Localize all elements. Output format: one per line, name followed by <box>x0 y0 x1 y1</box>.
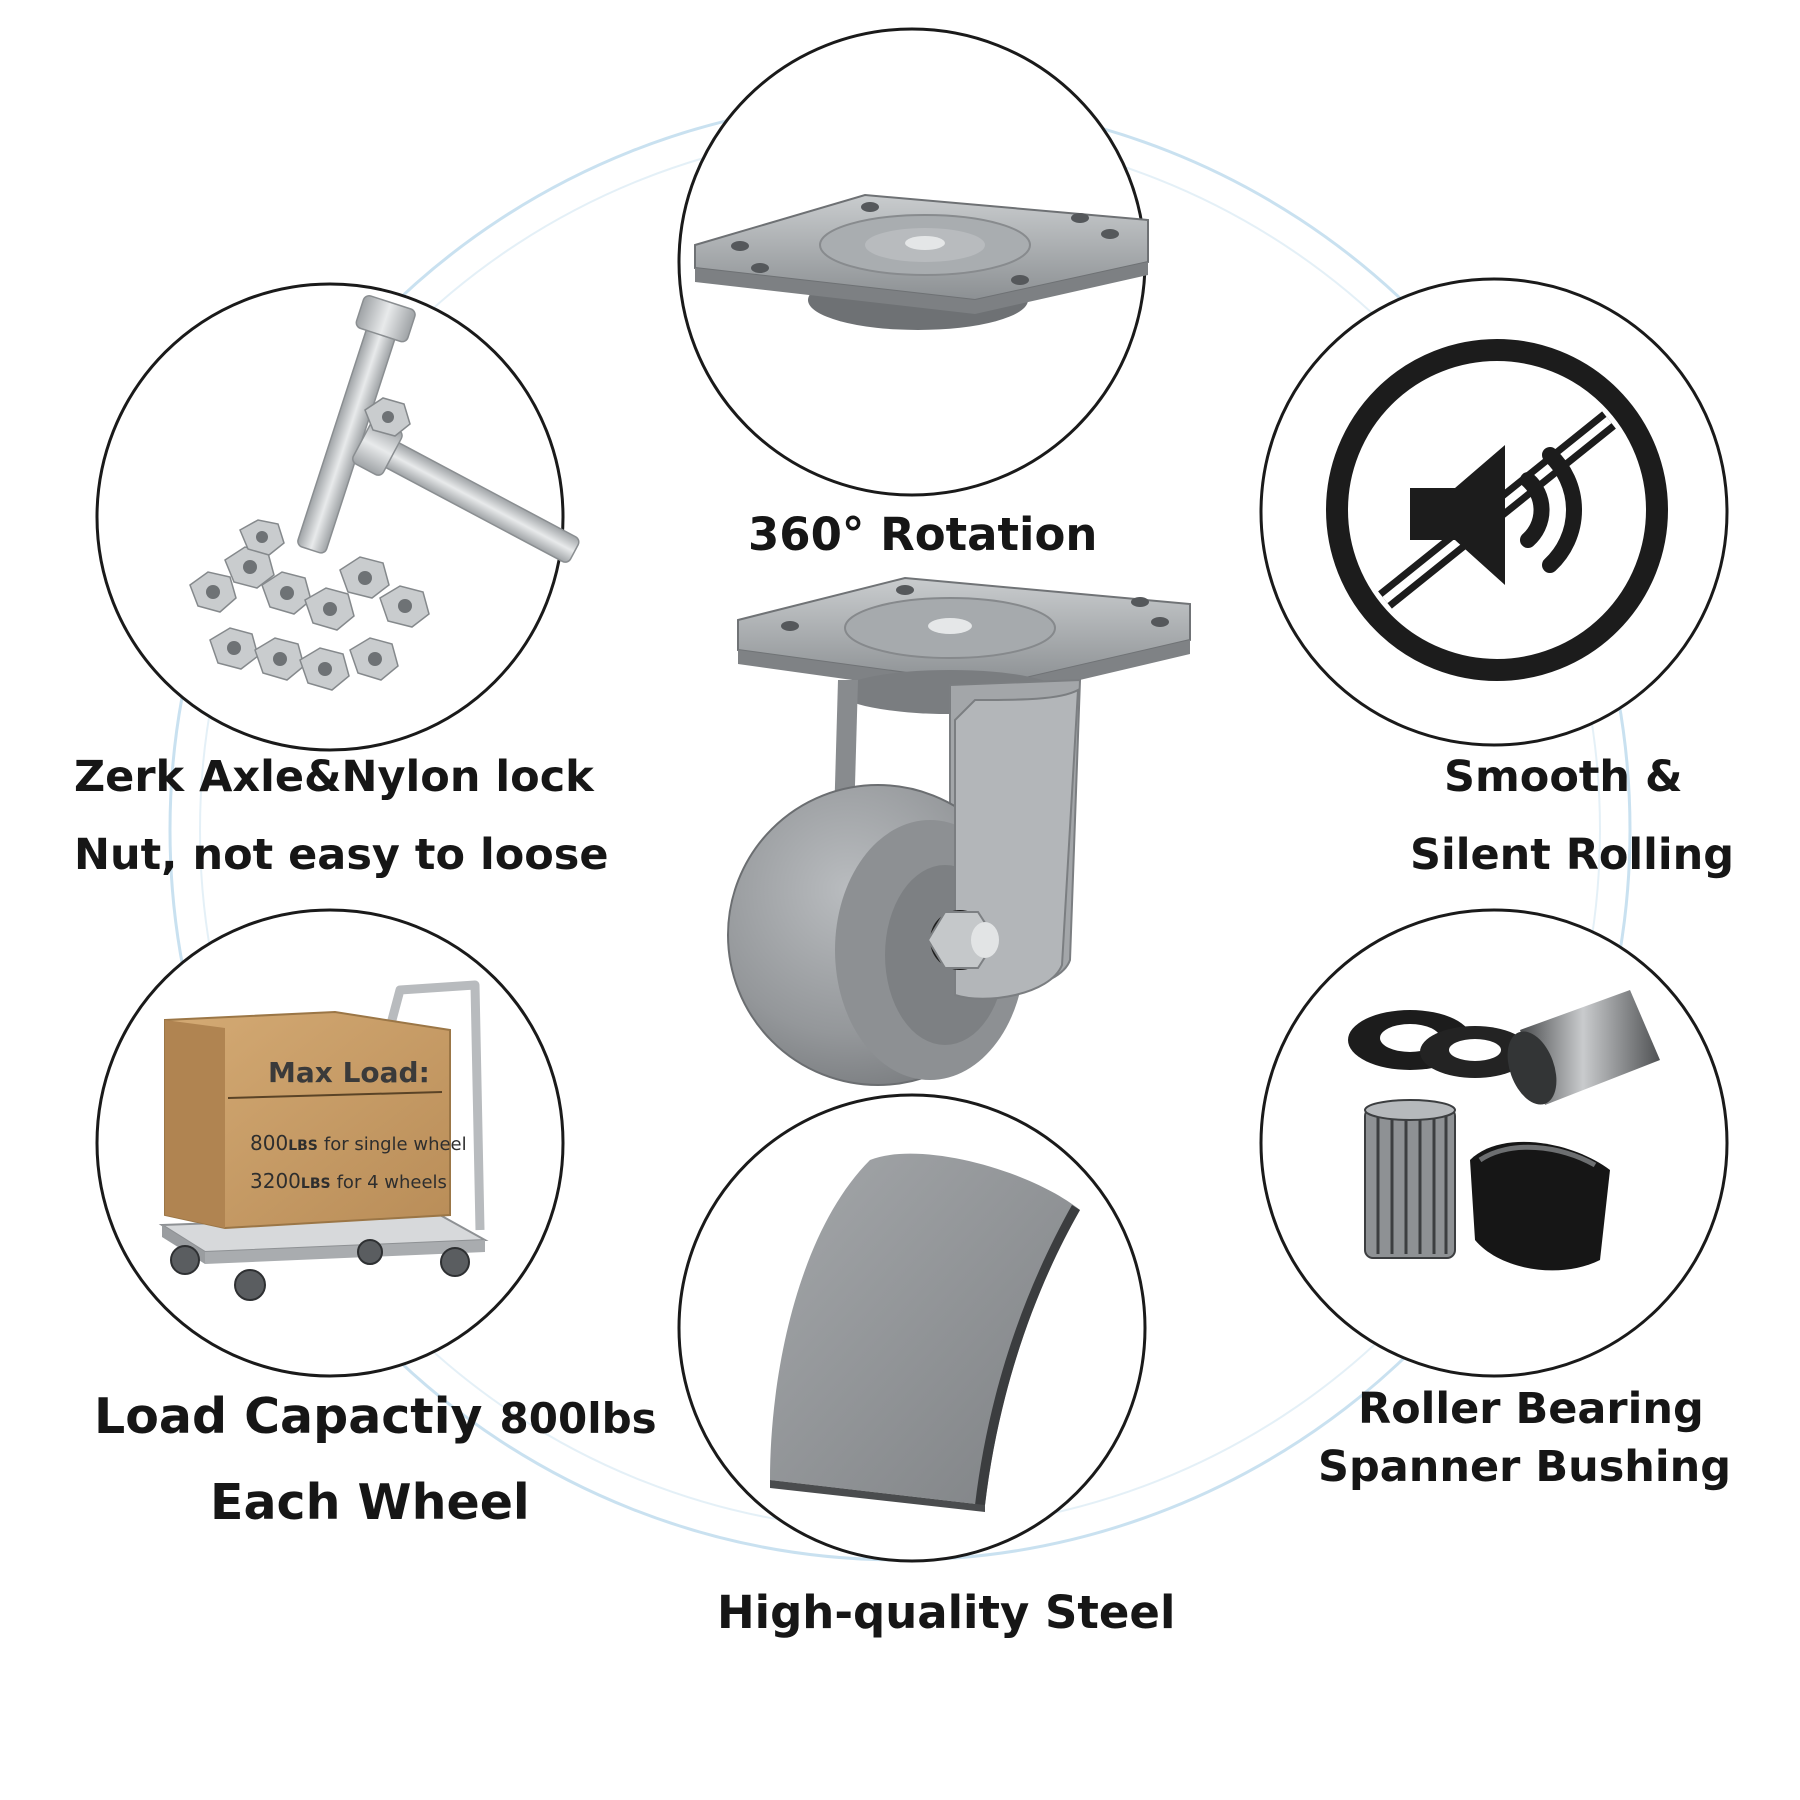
label-zerk-axle-line2: Nut, not easy to loose <box>74 830 609 880</box>
label-zerk-axle-line1: Zerk Axle&Nylon lock <box>74 752 594 802</box>
label-load-capacity-value: 800lbs <box>499 1394 657 1443</box>
steel-tread-image <box>677 1093 1147 1563</box>
label-smooth-silent-line1: Smooth & <box>1444 752 1683 802</box>
axle-bolts-nuts-image <box>95 282 580 752</box>
label-high-quality-steel: High-quality Steel <box>717 1586 1176 1639</box>
label-roller-bearing-line1: Roller Bearing <box>1358 1384 1704 1434</box>
swivel-caster-wheel-image <box>727 576 1191 1086</box>
label-load-capacity-main: Load Capactiy <box>94 1388 483 1445</box>
mute-speaker-icon <box>1259 277 1729 747</box>
rotation-plate-image <box>677 27 1149 497</box>
label-load-capacity-line1: Load Capactiy 800lbs <box>94 1392 657 1441</box>
label-roller-bearing-line2: Spanner Bushing <box>1318 1442 1732 1492</box>
label-smooth-silent-line2: Silent Rolling <box>1410 830 1735 880</box>
roller-bearing-bushing-image <box>1259 908 1729 1378</box>
box-title: Max Load: <box>268 1056 430 1089</box>
label-360-rotation: 360° Rotation <box>748 508 1098 561</box>
label-load-capacity-line2: Each Wheel <box>210 1474 530 1531</box>
